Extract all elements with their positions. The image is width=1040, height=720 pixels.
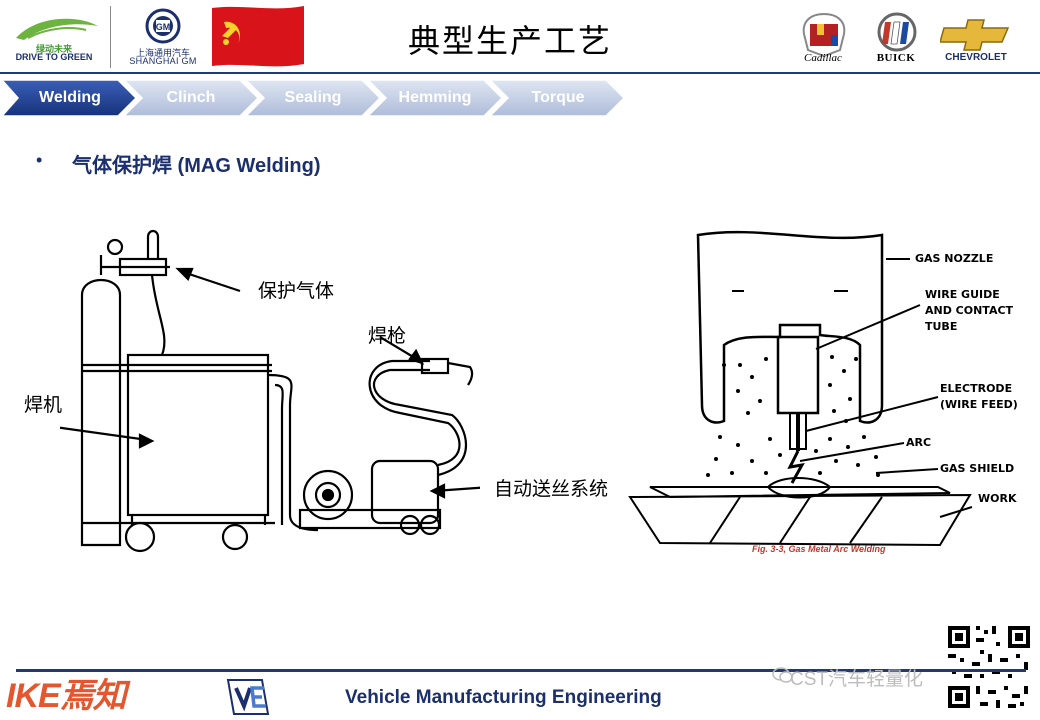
shanghai-gm-logo: GM xyxy=(145,8,181,44)
ike-brand-logo: IKE焉知 xyxy=(6,677,127,715)
wechat-icon xyxy=(772,667,793,683)
callout-wire-feeder: 自动送丝系统 xyxy=(494,478,609,500)
label-wire-guide-line1: WIRE GUIDE xyxy=(925,288,1000,301)
mag-welding-equipment-diagram xyxy=(60,229,480,553)
watermark-text: CST汽车轻量化 xyxy=(790,669,924,690)
buick-label: BUICK xyxy=(876,52,916,64)
header-separator xyxy=(110,6,111,68)
cadillac-logo xyxy=(802,12,846,58)
chevrolet-bowtie-logo xyxy=(940,19,1010,51)
chevrolet-label: CHEVROLET xyxy=(945,52,1007,63)
label-arc: ARC xyxy=(906,436,932,449)
label-wire-guide-line3: TUBE xyxy=(925,320,958,333)
label-wire-guide-line2: AND CONTACT xyxy=(925,304,1014,317)
step-label-hemming[interactable]: Hemming xyxy=(398,89,472,106)
label-electrode-line1: ELECTRODE xyxy=(940,382,1013,395)
cadillac-label: Cadillac xyxy=(804,52,842,64)
gas-metal-arc-welding-diagram xyxy=(628,230,973,547)
step-chevron-hemming[interactable] xyxy=(366,79,504,117)
footer-rule xyxy=(16,669,1026,672)
ve-logo-icon xyxy=(226,679,270,715)
figure-caption: Fig. 3-3, Gas Metal Arc Welding xyxy=(752,544,886,554)
sgm-cn-text: 上海通用汽车 xyxy=(135,48,190,58)
step-label-welding[interactable]: Welding xyxy=(39,89,101,106)
step-chevron-sealing[interactable] xyxy=(244,79,382,117)
buick-logo xyxy=(877,12,917,52)
callout-welding-machine: 焊机 xyxy=(24,394,63,416)
callout-welding-torch: 焊枪 xyxy=(368,325,407,347)
label-gas-shield: GAS SHIELD xyxy=(940,462,1015,475)
sgm-en-text: SHANGHAI GM xyxy=(129,56,197,66)
callout-shielding-gas: 保护气体 xyxy=(258,280,335,302)
header-rule xyxy=(0,72,1040,74)
drive-to-green-logo xyxy=(16,18,98,40)
page-title: 典型生产工艺 xyxy=(407,22,612,60)
label-electrode-line2: (WIRE FEED) xyxy=(940,398,1018,411)
dtg-logo-en-text: DRIVE TO GREEN xyxy=(15,52,93,62)
step-label-clinch[interactable]: Clinch xyxy=(166,89,216,106)
process-step-nav xyxy=(0,79,626,117)
qr-code-icon[interactable] xyxy=(944,622,1034,712)
label-gas-nozzle: GAS NOZZLE xyxy=(915,252,994,265)
party-flag-icon xyxy=(212,6,304,67)
footer-title: Vehicle Manufacturing Engineering xyxy=(345,687,662,708)
step-label-sealing[interactable]: Sealing xyxy=(284,89,342,106)
section-heading: 气体保护焊 (MAG Welding) xyxy=(72,155,321,177)
dtg-logo-cn-text: 绿动未来 xyxy=(35,44,72,54)
step-chevron-torque[interactable] xyxy=(488,79,626,117)
bullet-marker: • xyxy=(36,150,43,170)
step-chevron-clinch[interactable] xyxy=(122,79,260,117)
svg-text:GM: GM xyxy=(156,22,171,32)
step-chevron-welding[interactable] xyxy=(0,79,138,117)
step-label-torque[interactable]: Torque xyxy=(531,89,585,106)
label-work: WORK xyxy=(978,492,1017,505)
